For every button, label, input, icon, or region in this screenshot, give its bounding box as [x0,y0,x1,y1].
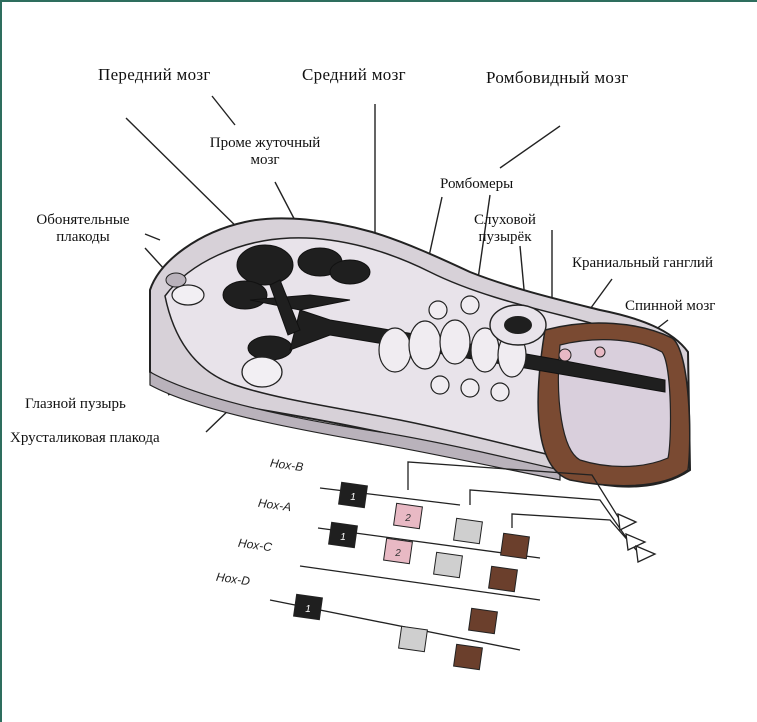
svg-text:2: 2 [404,513,411,524]
svg-text:1: 1 [350,492,356,503]
label-cranial-ganglion: Краниальный ганглий [572,255,713,272]
label-lens-placode: Хрусталиковая плакода [10,430,160,447]
label-rhombomeres: Ромбомеры [440,176,513,193]
label-midbrain: Средний мозг [302,66,406,83]
otic-vesicle [490,305,546,345]
label-diencephalon-line1: Проме жуточный [190,135,340,152]
label-diencephalon-line2: мозг [190,152,340,169]
label-olfactory-line1: Обонятельные [18,212,148,229]
label-otic-vesicle: Слуховой пузырёк [460,212,550,246]
label-olfactory-line2: плакоды [18,229,148,246]
label-forebrain: Передний мозг [98,66,211,83]
spinal-tissue [538,323,690,486]
optic-vesicle [242,357,282,387]
hox-gene-diagram: 1 2 1 2 1 [270,462,655,670]
svg-text:1: 1 [340,532,346,543]
label-diencephalon: Проме жуточный мозг [190,135,340,169]
label-spinal-cord: Спинной мозг [625,298,715,315]
svg-text:2: 2 [394,548,401,559]
label-otic-line2: пузырёк [460,229,550,246]
svg-text:1: 1 [305,604,311,615]
label-otic-line1: Слуховой [460,212,550,229]
label-olfactory: Обонятельные плакоды [18,212,148,246]
label-optic-vesicle: Глазной пузырь [25,396,126,413]
label-hindbrain: Ромбовидный мозг [486,69,629,86]
